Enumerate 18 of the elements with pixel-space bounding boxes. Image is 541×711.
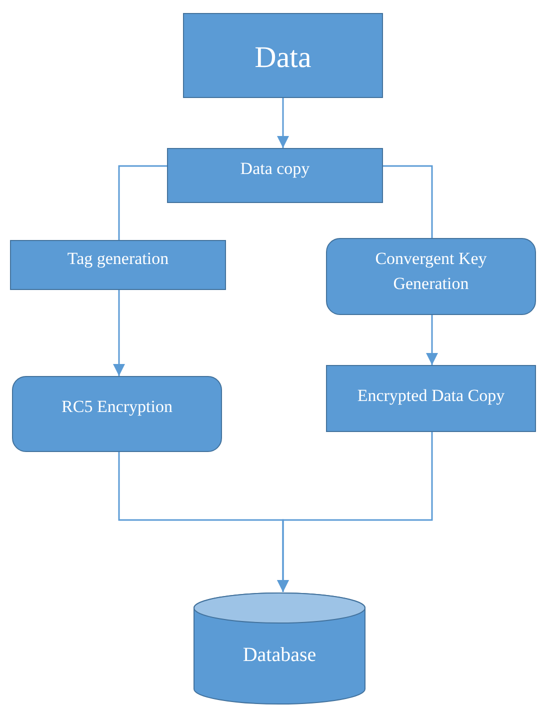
node-label: Encrypted Data Copy [357, 385, 505, 407]
process-box [326, 365, 536, 432]
process-box [12, 376, 222, 452]
node-label: Data [254, 40, 312, 76]
process-box [167, 148, 383, 203]
database-cylinder [193, 592, 366, 705]
node-label: Data copy [240, 158, 310, 180]
process-box [183, 13, 383, 98]
node-label: Database [242, 643, 316, 668]
node-label: Tag generation [67, 248, 169, 270]
connector-arrow [426, 315, 438, 365]
process-box [10, 240, 226, 290]
node-label: Convergent Key Generation [374, 248, 488, 295]
connector-arrow [277, 432, 433, 592]
connector-arrow [113, 290, 125, 376]
process-box [326, 238, 536, 315]
connector-arrow [277, 98, 289, 148]
node-label: RC5 Encryption [62, 396, 172, 418]
